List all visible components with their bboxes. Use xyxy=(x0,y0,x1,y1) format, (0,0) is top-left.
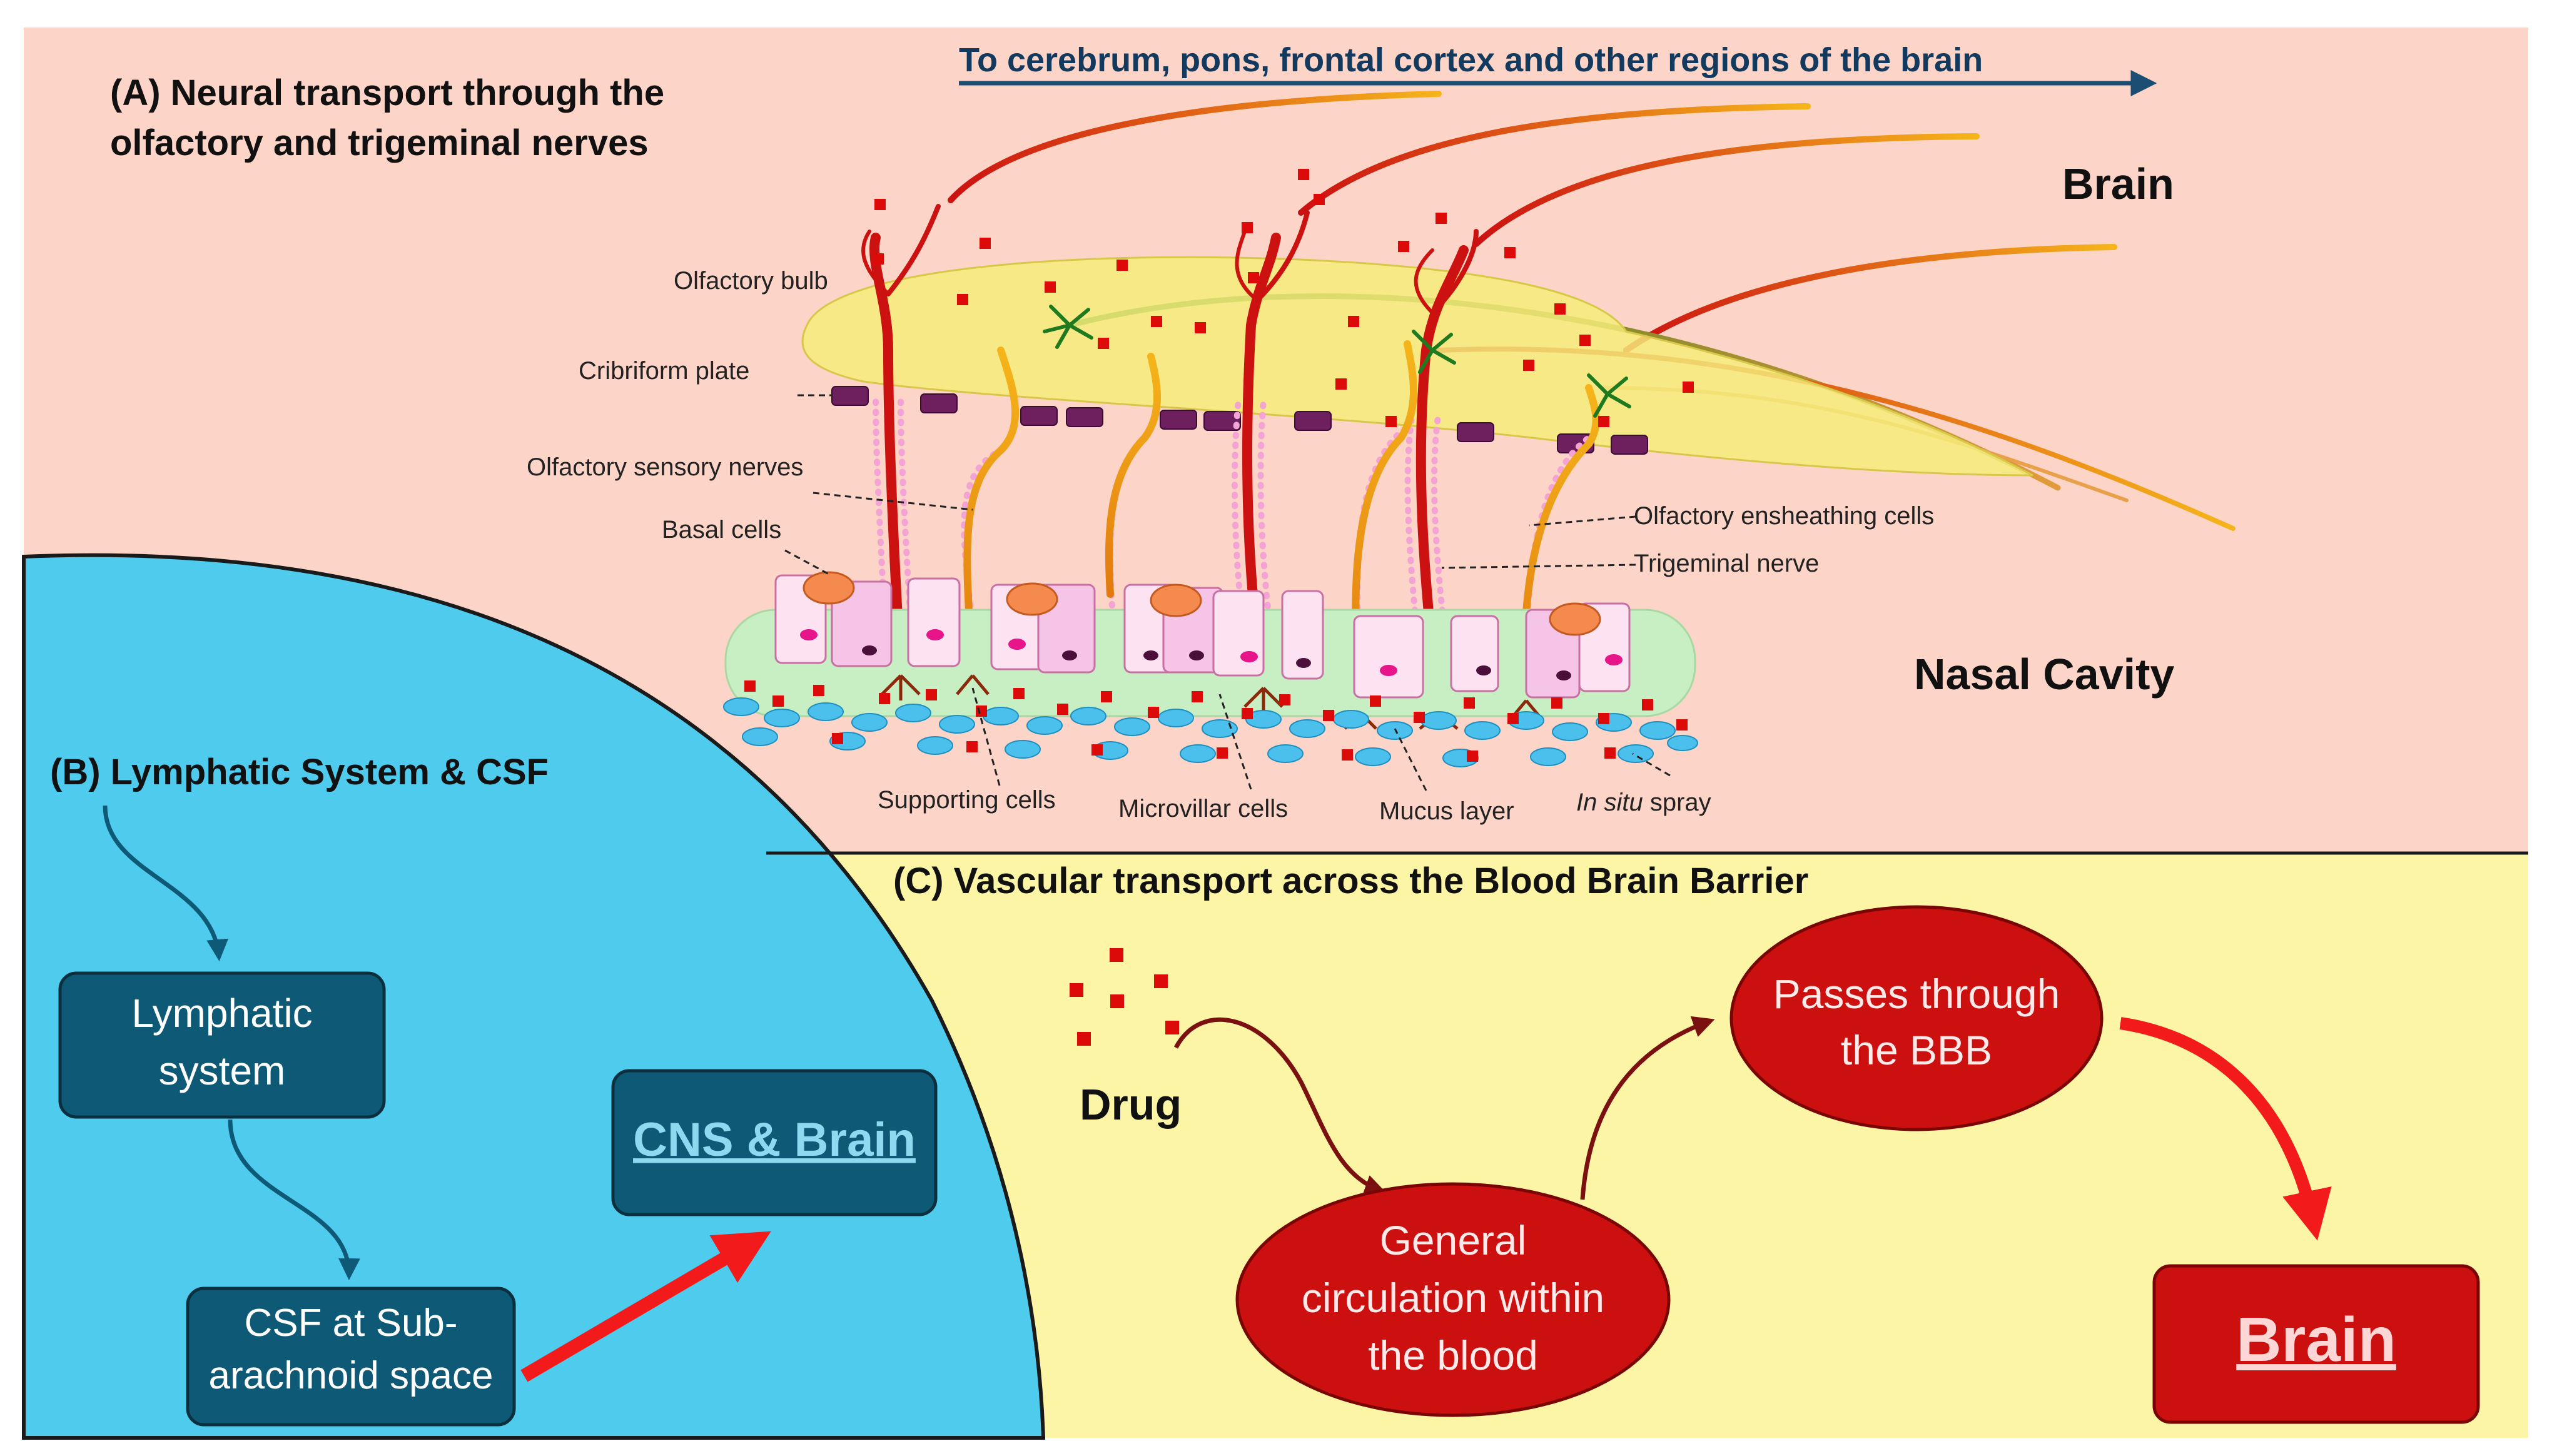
panel-a: (A) Neural transport through the olfacto… xyxy=(110,41,2236,825)
arrow-csf-to-cns xyxy=(520,1231,771,1382)
panel-b-background xyxy=(22,553,1046,1440)
green-neuron xyxy=(1043,305,1631,418)
label-in-situ-italic: In situ xyxy=(1576,789,1643,816)
lymphatic-line2: system xyxy=(159,1048,286,1093)
panel-b: (B) Lymphatic System & CSF Lymphatic sys… xyxy=(50,752,938,1427)
cell-nuclei xyxy=(800,629,1623,676)
label-olfactory-bulb: Olfactory bulb xyxy=(674,267,828,295)
panel-a-title-line1: (A) Neural transport through the xyxy=(110,73,664,113)
arrow-title-to-lymphatic xyxy=(103,805,229,961)
panel-a-title-line2: olfactory and trigeminal nerves xyxy=(110,123,649,163)
csf-line1: CSF at Sub- xyxy=(244,1302,457,1345)
cns-brain-box xyxy=(611,1069,938,1216)
drug-label: Drug xyxy=(1080,1080,1182,1129)
circulation-line1: General xyxy=(1380,1217,1527,1263)
olfactory-sensory-neurons xyxy=(861,204,1479,718)
arrow-lymphatic-to-csf xyxy=(228,1119,360,1280)
bbb-line2: the BBB xyxy=(1841,1027,1992,1073)
label-olfactory-ensheathing-cells: Olfactory ensheathing cells xyxy=(1634,502,1934,530)
brain-region-label: Brain xyxy=(2062,159,2174,208)
label-leader-lines xyxy=(784,394,1671,791)
arrow-bbb-to-brain xyxy=(2119,1017,2332,1241)
label-cribriform-plate: Cribriform plate xyxy=(579,357,749,385)
label-in-situ-spray: In situ spray xyxy=(1576,789,1711,816)
dark-nuclei xyxy=(862,645,1571,680)
top-arrow-label: To cerebrum, pons, frontal cortex and ot… xyxy=(959,41,1983,79)
csf-box xyxy=(186,1287,516,1427)
label-supporting-cells: Supporting cells xyxy=(878,786,1056,814)
circulation-line3: the blood xyxy=(1368,1332,1538,1378)
brain-box xyxy=(2152,1264,2480,1424)
lymphatic-line1: Lymphatic xyxy=(131,991,312,1036)
arrow-circulation-to-bbb xyxy=(1580,1016,1715,1200)
panel-b-title: (B) Lymphatic System & CSF xyxy=(50,752,549,792)
nasal-cavity-label: Nasal Cavity xyxy=(1914,650,2174,699)
arrow-drug-to-circulation xyxy=(1173,1017,1387,1196)
label-basal-cells: Basal cells xyxy=(662,516,781,543)
panel-c: (C) Vascular transport across the Blood … xyxy=(893,861,2480,1424)
label-in-situ-rest: spray xyxy=(1643,789,1711,816)
bbb-ellipse xyxy=(1729,905,2104,1131)
bbb-line1: Passes through xyxy=(1773,971,2060,1017)
label-olfactory-sensory-nerves: Olfactory sensory nerves xyxy=(527,453,803,481)
csf-line2: arachnoid space xyxy=(209,1354,494,1397)
lymphatic-system-box xyxy=(58,971,386,1119)
basal-cell-nuclei xyxy=(803,571,1601,636)
label-trigeminal-nerve: Trigeminal nerve xyxy=(1634,550,1819,577)
label-mucus-layer: Mucus layer xyxy=(1379,797,1514,825)
general-circulation-ellipse xyxy=(1235,1182,1671,1417)
panel-c-title: (C) Vascular transport across the Blood … xyxy=(893,861,1808,901)
cns-brain-label: CNS & Brain xyxy=(633,1113,916,1166)
mucus-layer xyxy=(723,697,1698,767)
brain-box-label: Brain xyxy=(2236,1305,2396,1375)
label-microvillar-cells: Microvillar cells xyxy=(1118,795,1288,822)
drug-particles xyxy=(744,169,1694,762)
drug-particles-c xyxy=(1070,948,1179,1046)
cribriform-plate xyxy=(831,386,1648,455)
olfactory-bulb xyxy=(801,256,2033,477)
circulation-line2: circulation within xyxy=(1302,1275,1604,1321)
